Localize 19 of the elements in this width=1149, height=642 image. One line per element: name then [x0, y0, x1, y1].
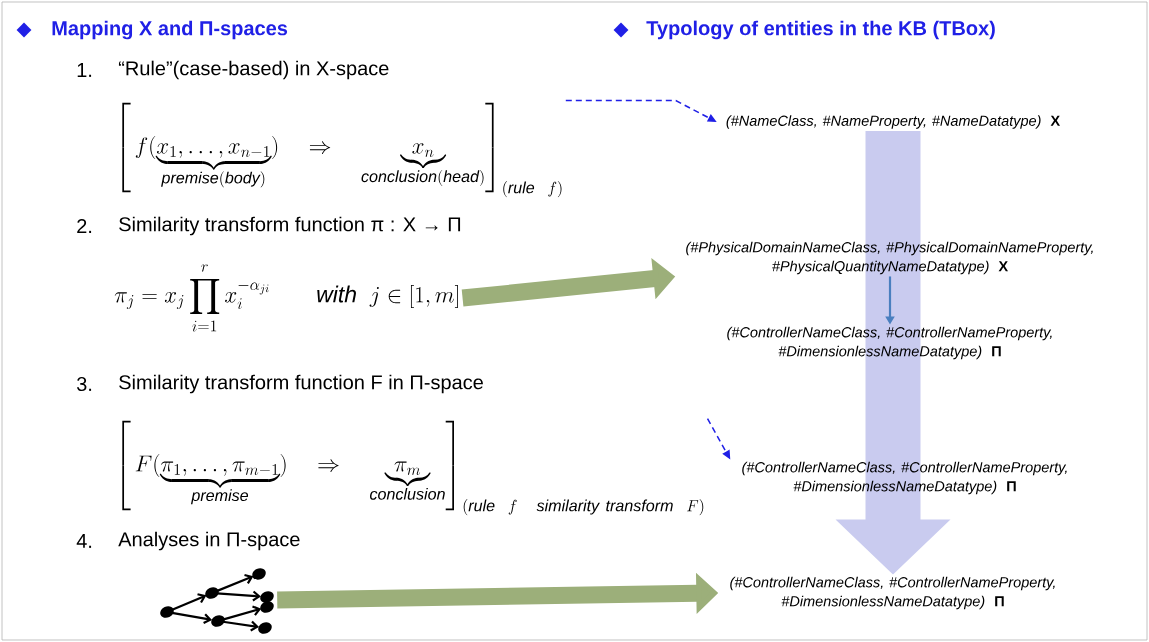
- list-number: 1.: [77, 63, 92, 77]
- list-number: 4.: [76, 534, 92, 548]
- entity-tuple: (#ControllerNameClass, #ControllerNameProperty, #DimensionlessNameDatatype) Π: [730, 576, 1055, 610]
- list-item: “Rule”(case-based) in X-space: [118, 60, 389, 80]
- list-number: 2.: [77, 219, 92, 233]
- entity-tuple: (#ControllerNameClass, #ControllerNameProperty, #DimensionlessNameDatatype) Π: [727, 326, 1052, 360]
- entity-tuple: (#NameClass, #NameProperty, #NameDatatype) X: [726, 115, 1061, 129]
- graph-drawing: [160, 568, 274, 634]
- list-item: Similarity transform function π : X → Π: [119, 216, 461, 236]
- rule-formula: $\left[\, f(\underbrace{x_1, \dots, x_{n-1}}_{\mathit{premise(body)}}) \quad\Rightarrow\quad \underbrace{\;x_n\;}_{\mathit{conclusion(head)}} \right]_{(\mathit{rule}\ \ f)}$: [122, 102, 562, 198]
- entity-tuple: (#ControllerNameClass, #ControllerNameProperty, #DimensionlessNameDatatype) Π: [742, 461, 1067, 495]
- list-number: 3.: [77, 376, 92, 392]
- heading: Mapping X and Π-spaces: [52, 20, 288, 40]
- heading: Typology of entities in the KB (TBox): [646, 20, 995, 40]
- rule-formula: $\left[\, F(\underbrace{\pi_1, \dots, \pi_{m-1}}_{\mathit{premise}}) \quad\Rightarrow\quad \underbrace{\;\pi_m\;}_{\mathit{conclusion}} \right]_{(\mathit{rule}\ \ f\ \ \ \mathit{similarity\ transform}\ \ F)}$: [122, 420, 704, 516]
- list-item: Similarity transform function F in Π-space: [119, 374, 483, 394]
- block-arrow: [835, 130, 951, 575]
- entity-tuple: (#PhysicalDomainNameClass, #PhysicalDomainNameProperty, #PhysicalQuantityNameDatatype) X: [686, 241, 1093, 275]
- transform-formula: $\pi_j = x_j \prod_{i=1}^{r} x_i^{-\alpha_{ji}} \qquad \mathit{with}\ \ j \in [1, m]$: [114, 264, 458, 332]
